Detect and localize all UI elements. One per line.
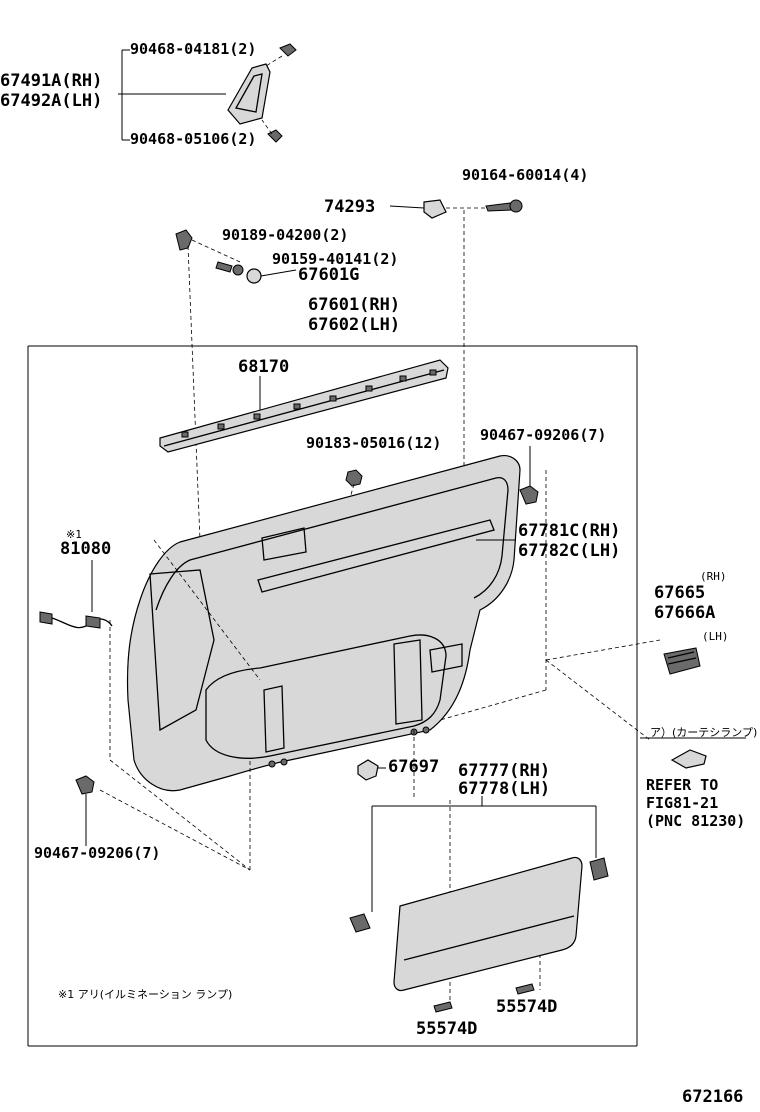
label-67782C: 67782C(LH) [518, 541, 620, 561]
label-pnc-ref: (PNC 81230) [646, 812, 745, 830]
courtesy-lamp-part [670, 749, 707, 769]
label-55574D-right: 55574D [496, 997, 557, 1017]
clip-90467-bottom-group [75, 775, 95, 846]
belt-moulding-68170 [159, 359, 449, 453]
label-74293: 74293 [324, 197, 375, 217]
reflector-lamp-group [640, 647, 746, 769]
callout-labels: 90468-04181(2) 67491A(RH) 67492A(LH) 904… [0, 40, 757, 1107]
bracket-74293-group [389, 199, 523, 520]
label-67777: 67777(RH) [458, 761, 550, 781]
main-frame [27, 345, 638, 1047]
clip-90467-top-group [519, 446, 539, 505]
mirror-cover-group [118, 43, 297, 143]
label-67602-lh: 67602(LH) [308, 315, 400, 335]
label-67491A: 67491A(RH) [0, 71, 102, 91]
label-81080: 81080 [60, 539, 111, 559]
label-footnote: ※1 アリ(イルミネーション ランプ) [58, 988, 232, 1001]
label-figure-number: 672166 [682, 1087, 743, 1107]
clip-top [279, 43, 297, 57]
label-90159-40141: 90159-40141(2) [272, 250, 398, 268]
label-67601G: 67601G [298, 265, 359, 285]
label-90183-05016: 90183-05016(12) [306, 434, 441, 452]
clip-90189-part [175, 229, 193, 251]
label-fig-ref: FIG81-21 [646, 794, 718, 812]
cap-67601G-part [246, 268, 262, 284]
label-55574D-left: 55574D [416, 1019, 477, 1039]
label-90467-09206-top: 90467-09206(7) [480, 426, 606, 444]
label-90468-04181: 90468-04181(2) [130, 40, 256, 58]
label-67666A: 67666A [654, 603, 715, 623]
label-90468-05106: 90468-05106(2) [130, 130, 256, 148]
screw-90159-part [215, 261, 233, 273]
label-refer-to: REFER TO [646, 776, 718, 794]
screw-90164-part [485, 202, 513, 212]
mirror-cover-part [227, 63, 271, 125]
label-67781C: 67781C(RH) [518, 521, 620, 541]
label-67778: 67778(LH) [458, 779, 550, 799]
door-pocket-group [349, 796, 609, 1013]
label-rh-tag: (RH) [700, 570, 727, 583]
label-90467-09206-bottom: 90467-09206(7) [34, 844, 160, 862]
label-90164-60014: 90164-60014(4) [462, 166, 588, 184]
label-67665: 67665 [654, 583, 705, 603]
bracket-74293-part [423, 199, 447, 219]
clip-67697-group [357, 759, 386, 781]
label-90189-04200: 90189-04200(2) [222, 226, 348, 244]
fasteners-upper-group [175, 229, 297, 541]
label-67697: 67697 [388, 757, 439, 777]
label-note1-mark: ※1 [66, 528, 82, 541]
label-lh-tag: (LH) [702, 630, 729, 643]
label-67601-rh: 67601(RH) [308, 295, 400, 315]
label-67492A: 67492A(LH) [0, 91, 102, 111]
door-trim-panel [126, 455, 521, 792]
lamp-wire-81080 [39, 560, 113, 629]
label-curtain-note: ア）(カーテシランプ) [650, 726, 757, 739]
label-68170: 68170 [238, 357, 289, 377]
